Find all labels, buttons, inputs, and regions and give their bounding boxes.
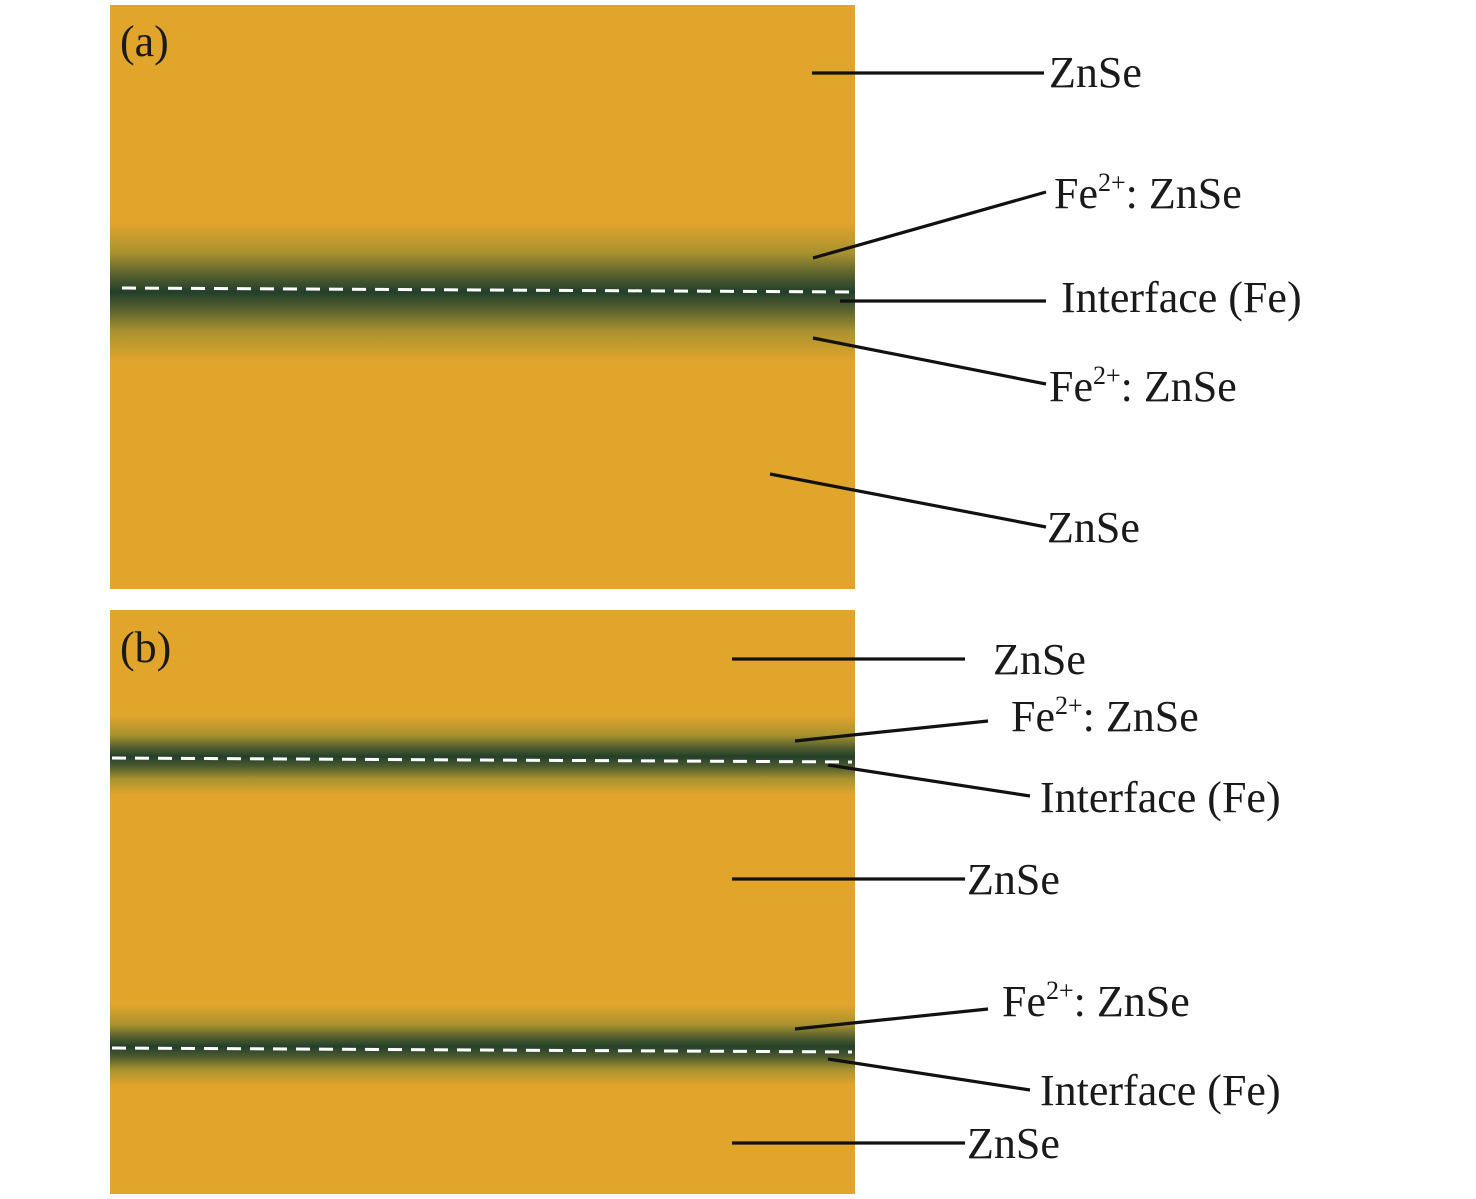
panel-a-leader-fe-upper	[812, 190, 1047, 260]
panel-b-interface-line-1	[111, 756, 853, 764]
panel-b-fe-doped-band-2	[110, 1004, 855, 1086]
panel-b-leader-interface-2	[827, 1057, 1031, 1092]
panel-a-label-fe-doped-upper: Fe2+: ZnSe	[1054, 168, 1242, 218]
panel-a-label-top-znse: ZnSe	[1049, 48, 1142, 97]
panel-b-label-middle-znse: ZnSe	[967, 855, 1060, 904]
panel-b-label-bottom-znse: ZnSe	[967, 1119, 1060, 1168]
panel-a-tag: (a)	[120, 17, 169, 66]
panel-b-label-fe-doped-1: Fe2+: ZnSe	[1011, 691, 1199, 741]
panel-a-leader-fe-lower	[812, 336, 1047, 386]
panel-b-label-interface-2: Interface (Fe)	[1040, 1066, 1281, 1115]
panel-a-leader-bottom-znse	[769, 472, 1047, 529]
panel-b-leader-interface-1	[827, 763, 1031, 798]
panel-b-label-fe-doped-2: Fe2+: ZnSe	[1002, 976, 1190, 1026]
panel-a: (a) ZnSe Fe2+: ZnSe Interface (Fe) Fe2+:…	[110, 5, 1302, 589]
panel-b-znse-block	[110, 610, 855, 1194]
panel-b-leader-fe-1	[794, 719, 989, 743]
panel-b: (b) ZnSe Fe2+: ZnSe Interface (Fe) ZnSe …	[110, 610, 1281, 1194]
panel-a-label-fe-doped-lower: Fe2+: ZnSe	[1049, 361, 1237, 411]
panel-a-label-bottom-znse: ZnSe	[1047, 503, 1140, 552]
panel-b-fe-doped-band-1	[110, 715, 855, 795]
panel-b-interface-line-2	[111, 1046, 853, 1054]
panel-b-label-interface-1: Interface (Fe)	[1040, 773, 1281, 822]
panel-a-interface-line	[121, 286, 853, 294]
panel-b-label-top-znse: ZnSe	[993, 635, 1086, 684]
panel-a-label-interface: Interface (Fe)	[1061, 273, 1302, 322]
panel-b-leader-fe-2	[794, 1007, 989, 1031]
panel-b-tag: (b)	[120, 623, 171, 672]
